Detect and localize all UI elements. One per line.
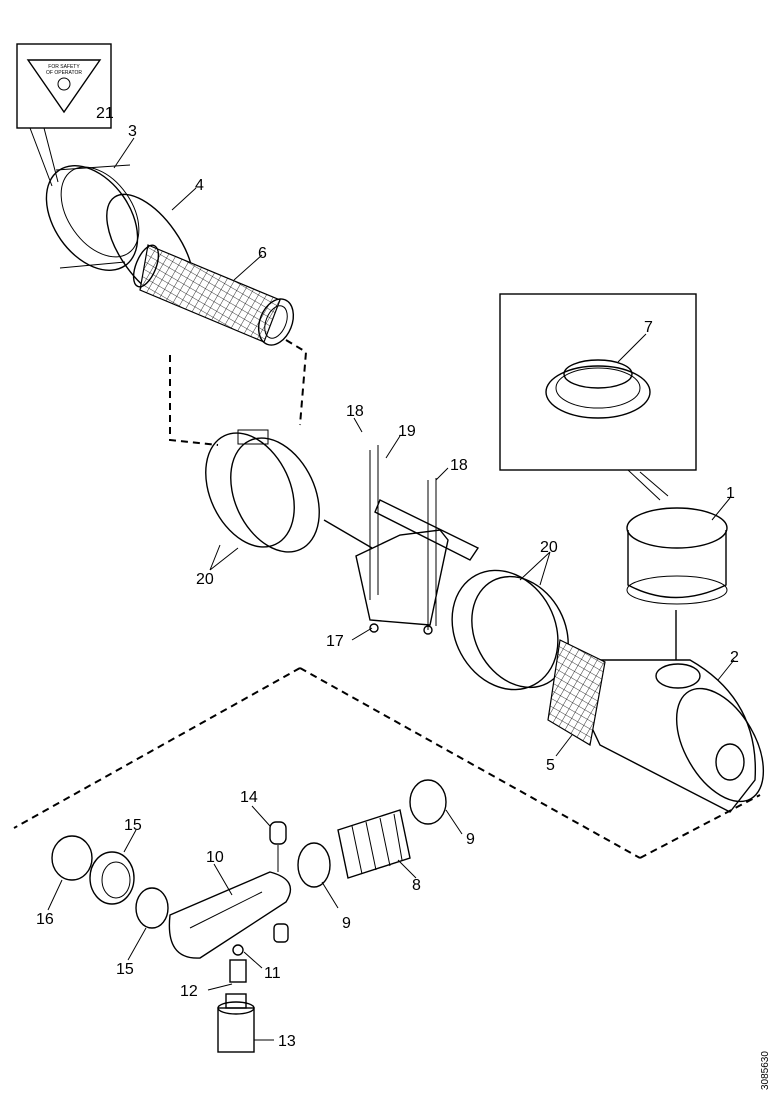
label-9b: 9 bbox=[466, 831, 475, 848]
label-2: 2 bbox=[730, 649, 739, 666]
adapter-15 bbox=[89, 851, 135, 905]
label-21: 21 bbox=[96, 105, 114, 122]
label-12: 12 bbox=[180, 983, 198, 1000]
label-9a: 9 bbox=[342, 915, 351, 932]
clamp-9a bbox=[297, 842, 331, 888]
label-16: 16 bbox=[36, 911, 54, 928]
warning-decal-box: FOR SAFETY OF OPERATOR bbox=[16, 43, 112, 129]
elbow-hose-10 bbox=[168, 871, 292, 959]
tie-rod bbox=[323, 519, 373, 549]
dust-cup-13 bbox=[217, 993, 255, 1053]
clamp-16 bbox=[51, 835, 93, 881]
label-14: 14 bbox=[240, 789, 258, 806]
label-11: 11 bbox=[264, 965, 281, 982]
leader-lines bbox=[47, 137, 735, 1041]
clamp-9b bbox=[409, 779, 447, 825]
label-19: 19 bbox=[398, 423, 416, 440]
bellows-8 bbox=[337, 809, 411, 879]
inset-leader bbox=[627, 469, 669, 501]
dashed-guide-upper bbox=[169, 339, 308, 446]
label-20a: 20 bbox=[540, 539, 558, 556]
label-20b: 20 bbox=[196, 571, 214, 588]
decal-leader bbox=[29, 127, 59, 187]
pre-cleaner-cap bbox=[626, 507, 728, 605]
label-7: 7 bbox=[644, 319, 653, 336]
valve-11-12 bbox=[229, 944, 247, 983]
bolt-18a bbox=[369, 445, 379, 600]
screen-tube bbox=[132, 244, 295, 346]
warning-triangle-icon bbox=[26, 59, 102, 114]
label-18a: 18 bbox=[346, 403, 364, 420]
hose-clamp-left bbox=[205, 429, 320, 553]
label-13: 13 bbox=[278, 1033, 296, 1050]
plug-lower bbox=[273, 923, 289, 943]
label-3: 3 bbox=[128, 123, 137, 140]
clamp-15b bbox=[135, 887, 169, 929]
label-1: 1 bbox=[726, 485, 735, 502]
label-10: 10 bbox=[206, 849, 224, 866]
hose-clamp-right bbox=[451, 569, 569, 691]
plug-14 bbox=[269, 821, 287, 872]
label-8: 8 bbox=[412, 877, 421, 894]
main-filter-element bbox=[547, 639, 606, 746]
label-4: 4 bbox=[195, 177, 204, 194]
label-5: 5 bbox=[546, 757, 555, 774]
label-6: 6 bbox=[258, 245, 267, 262]
label-17: 17 bbox=[326, 633, 344, 650]
part-labels: 21 3 4 6 7 18 19 18 1 20 20 17 2 5 14 15… bbox=[36, 105, 739, 1050]
drawing-number: 3085630 bbox=[760, 1051, 771, 1090]
warning-text-line1: FOR SAFETY bbox=[48, 64, 80, 70]
label-15a: 15 bbox=[124, 817, 142, 834]
bolt-18b bbox=[427, 478, 437, 630]
label-18b: 18 bbox=[450, 457, 468, 474]
mounting-bracket bbox=[355, 445, 480, 635]
warning-text-line2: OF OPERATOR bbox=[46, 70, 82, 76]
label-15b: 15 bbox=[116, 961, 134, 978]
pre-cleaner-cap-inset bbox=[499, 293, 697, 471]
dashed-guide-lower bbox=[13, 667, 761, 859]
precleaner-cover bbox=[45, 164, 140, 271]
